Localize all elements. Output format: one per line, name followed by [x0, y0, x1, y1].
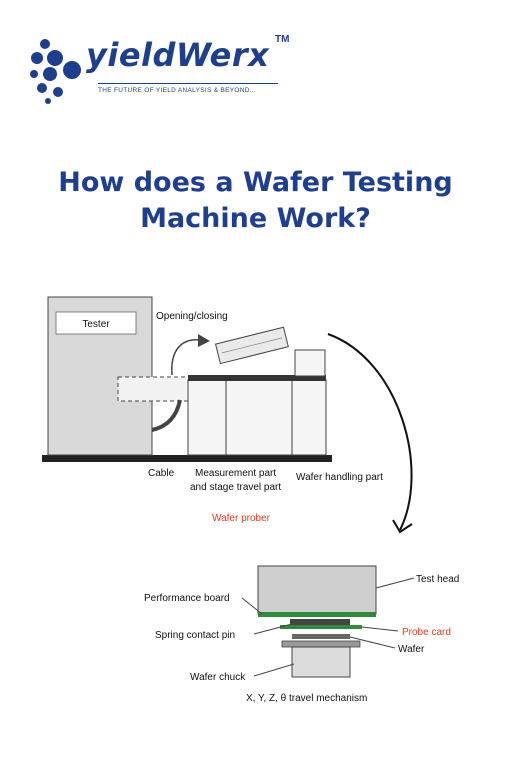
- handler-top: [294, 349, 326, 377]
- brand-tagline: THE FUTURE OF YIELD ANALYSIS & BEYOND...: [98, 87, 257, 94]
- brand-logo: yieldWerx TM THE FUTURE OF YIELD ANALYSI…: [28, 34, 298, 108]
- wafer-testing-diagram: Tester Opening/closing Cable Measurement…: [42, 296, 459, 704]
- tester-label: Tester: [82, 319, 110, 330]
- wafer-handling-label: Wafer handling part: [296, 472, 383, 483]
- spring-pins: [290, 619, 350, 625]
- wafer-prober-caption: Wafer prober: [212, 513, 271, 524]
- wafer-chuck-label: Wafer chuck: [190, 672, 246, 683]
- flow-arrow-head: [392, 519, 413, 534]
- page-title: How does a Wafer Testing Machine Work?: [0, 165, 511, 237]
- chuck-top: [281, 640, 361, 648]
- prober-top-plate: [188, 375, 326, 381]
- title-line-1: How does a Wafer Testing: [58, 167, 453, 198]
- opening-arrow: [171, 339, 201, 376]
- travel-mechanism-label: X, Y, Z, θ travel mechanism: [246, 693, 367, 704]
- cable-line: [151, 399, 182, 432]
- brand-divider: [98, 83, 278, 84]
- base-plate: [42, 455, 332, 462]
- prober-lid: [214, 326, 289, 365]
- brand-name: yieldWerx: [86, 36, 270, 74]
- brand-trademark: TM: [275, 34, 290, 45]
- logo-dots-icon: [30, 39, 81, 104]
- performance-board-label: Performance board: [144, 593, 230, 604]
- title-line-2: Machine Work?: [140, 203, 371, 234]
- wafer-prober-illustration: Tester Opening/closing Cable Measurement…: [42, 296, 383, 524]
- test-head-box: [257, 565, 377, 615]
- opening-closing-label: Opening/closing: [156, 311, 228, 322]
- test-head-dashed: [117, 376, 191, 402]
- performance-board-strip: [258, 612, 376, 617]
- probe-card-label: Probe card: [402, 627, 451, 638]
- tester-label-box: [55, 311, 137, 335]
- wafer-chuck-body: [291, 646, 351, 678]
- probe-card-strip: [280, 625, 362, 629]
- opening-arrow-head: [198, 334, 210, 347]
- cable-label: Cable: [148, 468, 175, 479]
- wafer-label: Wafer: [398, 644, 425, 655]
- measurement-part-label-2: and stage travel part: [190, 482, 281, 493]
- measurement-part-label-1: Measurement part: [195, 468, 276, 479]
- flow-arrow: [327, 333, 413, 531]
- test-head-label: Test head: [416, 574, 459, 585]
- spring-contact-pin-label: Spring contact pin: [155, 630, 235, 641]
- wafer-disk: [292, 634, 350, 639]
- prober-body: [187, 379, 327, 456]
- probe-detail-illustration: Test head Performance board Probe card S…: [144, 565, 459, 704]
